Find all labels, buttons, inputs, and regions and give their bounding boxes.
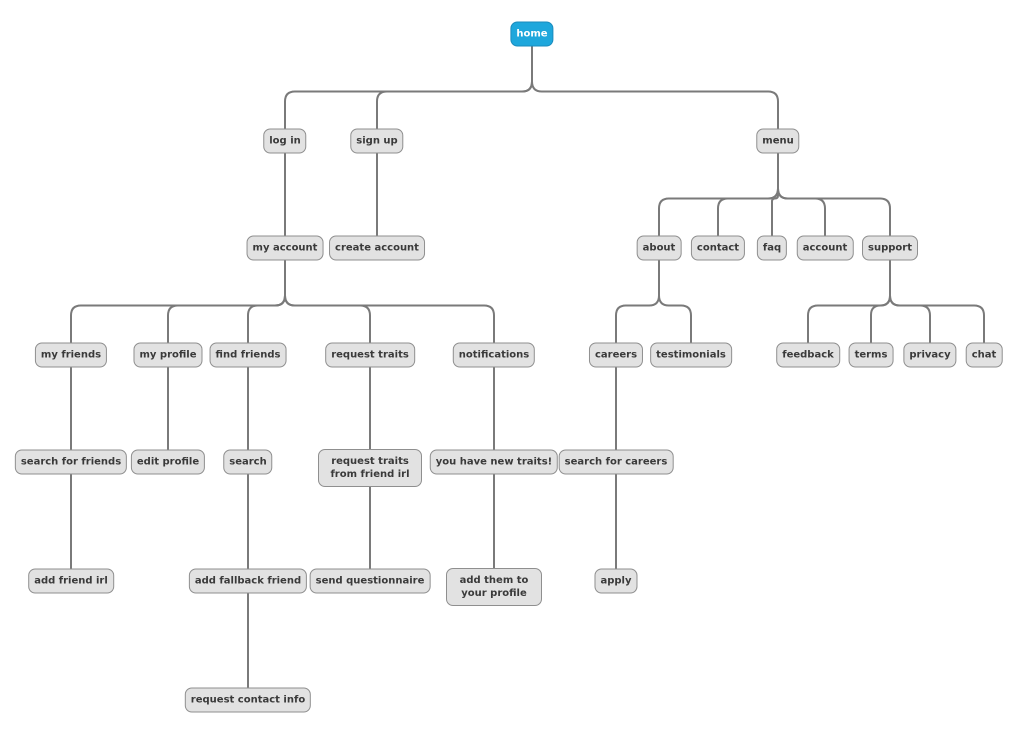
connector-menu-to-contact xyxy=(717,153,779,236)
node-support[interactable]: support xyxy=(862,235,918,261)
connector-menu-to-account xyxy=(777,153,826,236)
connector-menu-to-faq xyxy=(771,153,779,236)
node-privacy[interactable]: privacy xyxy=(903,342,957,368)
node-log-in[interactable]: log in xyxy=(263,128,307,154)
node-apply[interactable]: apply xyxy=(594,568,638,594)
node-account[interactable]: account xyxy=(796,235,854,261)
node-you-have-new-traits[interactable]: you have new traits! xyxy=(429,449,559,475)
node-request-traits-from-friend-irl[interactable]: request traits from friend irl xyxy=(318,449,422,487)
node-chat[interactable]: chat xyxy=(965,342,1003,368)
node-faq[interactable]: faq xyxy=(756,235,788,261)
node-search-for-careers[interactable]: search for careers xyxy=(558,449,674,475)
node-about[interactable]: about xyxy=(636,235,682,261)
connector-home-to-sign-up xyxy=(376,46,533,129)
node-careers[interactable]: careers xyxy=(588,342,644,368)
node-search[interactable]: search xyxy=(223,449,273,475)
node-feedback[interactable]: feedback xyxy=(776,342,840,368)
node-search-for-friends[interactable]: search for friends xyxy=(14,449,128,475)
connector-my-account-to-request-traits xyxy=(284,260,371,343)
node-terms[interactable]: terms xyxy=(848,342,894,368)
node-my-friends[interactable]: my friends xyxy=(34,342,108,368)
node-find-friends[interactable]: find friends xyxy=(209,342,287,368)
connector-support-to-chat xyxy=(889,260,985,343)
connector-support-to-feedback xyxy=(807,260,891,343)
connector-about-to-testimonials xyxy=(658,260,692,343)
connector-home-to-menu xyxy=(531,46,779,129)
connector-about-to-careers xyxy=(615,260,660,343)
node-request-traits[interactable]: request traits xyxy=(325,342,415,368)
node-home[interactable]: home xyxy=(510,21,554,47)
connector-support-to-terms xyxy=(870,260,891,343)
node-testimonials[interactable]: testimonials xyxy=(650,342,732,368)
node-menu[interactable]: menu xyxy=(756,128,800,154)
node-add-fallback-friend[interactable]: add fallback friend xyxy=(188,568,308,594)
connector-support-to-privacy xyxy=(889,260,931,343)
connector-menu-to-support xyxy=(777,153,891,236)
node-sign-up[interactable]: sign up xyxy=(350,128,404,154)
node-contact[interactable]: contact xyxy=(690,235,746,261)
node-add-them-to-your-profile[interactable]: add them to your profile xyxy=(446,568,542,606)
node-my-account[interactable]: my account xyxy=(246,235,324,261)
node-create-account[interactable]: create account xyxy=(329,235,425,261)
connector-home-to-log-in xyxy=(284,46,533,129)
connector-my-account-to-notifications xyxy=(284,260,495,343)
node-edit-profile[interactable]: edit profile xyxy=(130,449,206,475)
node-notifications[interactable]: notifications xyxy=(452,342,536,368)
node-add-friend-irl[interactable]: add friend irl xyxy=(28,568,114,594)
node-request-contact-info[interactable]: request contact info xyxy=(184,687,312,713)
connector-my-account-to-my-profile xyxy=(167,260,286,343)
node-my-profile[interactable]: my profile xyxy=(133,342,203,368)
connector-my-account-to-find-friends xyxy=(247,260,286,343)
node-send-questionnaire[interactable]: send questionnaire xyxy=(309,568,431,594)
connector-my-account-to-my-friends xyxy=(70,260,286,343)
